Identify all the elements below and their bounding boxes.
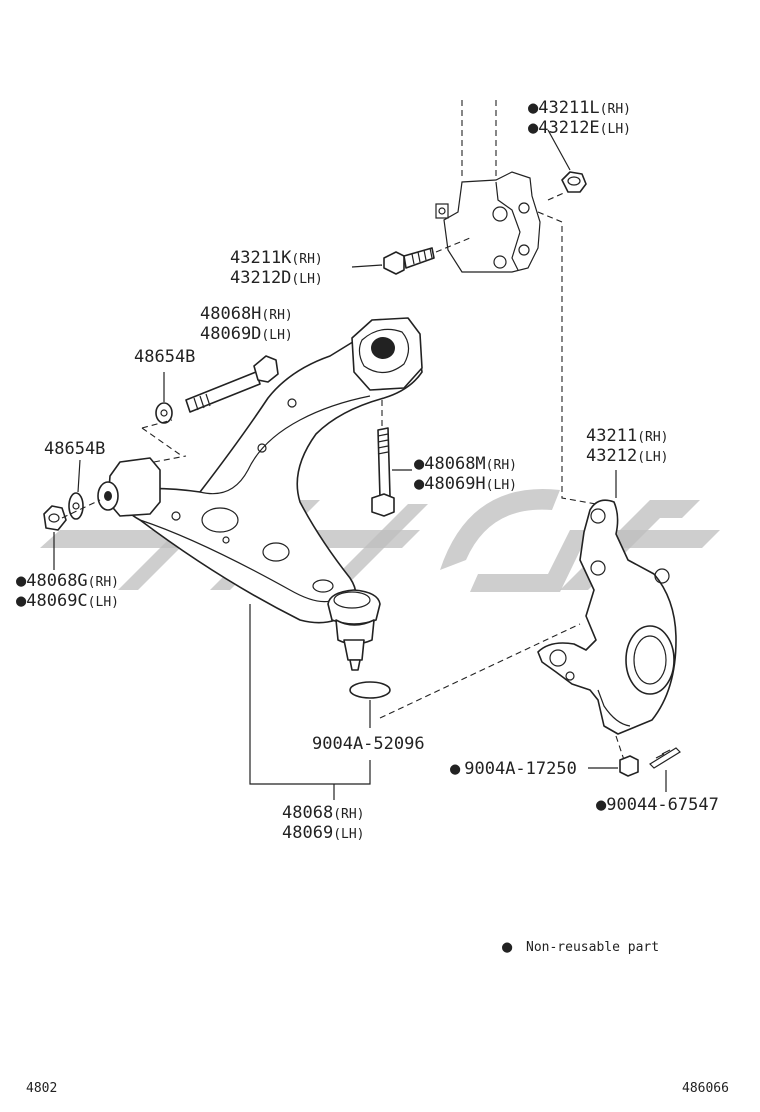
nonreusable-bullet: ● <box>414 454 425 474</box>
nonreusable-bullet: ● <box>528 98 539 118</box>
label-48068: 48068(RH) <box>282 803 365 823</box>
footer-right-code: 486066 <box>682 1081 729 1096</box>
label-43211K: 43211K(RH) <box>230 248 323 268</box>
svg-text:●43211L(RH): ●43211L(RH) <box>528 98 631 118</box>
label-43212E: ●43212E(LH) <box>528 118 631 138</box>
label-48069C: ●48069C(LH) <box>16 591 119 611</box>
label-48654B-top: 48654B <box>134 347 195 367</box>
legend: ● Non-reusable part <box>502 937 659 957</box>
svg-text:48069(LH): 48069(LH) <box>282 823 365 843</box>
flange-nut-top <box>561 171 587 193</box>
castle-nut <box>619 755 639 777</box>
label-9004A-17250: ●9004A-17250 <box>450 759 577 779</box>
svg-text:●48068G(RH): ●48068G(RH) <box>16 571 119 591</box>
svg-text:48068(RH): 48068(RH) <box>282 803 365 823</box>
strut-bolt <box>383 247 435 275</box>
svg-text:43211(RH): 43211(RH) <box>586 426 669 446</box>
svg-text:●90044-67547: ●90044-67547 <box>596 795 719 815</box>
strut-assembly <box>435 100 541 273</box>
ball-joint <box>327 589 381 671</box>
label-43211L: ●43211L(RH) <box>528 98 631 118</box>
svg-text:43212D(LH): 43212D(LH) <box>230 268 323 288</box>
svg-text:48068H(RH): 48068H(RH) <box>200 304 293 324</box>
nonreusable-bullet: ● <box>16 591 27 611</box>
label-48654B-left: 48654B <box>44 439 105 459</box>
nonreusable-bullet: ● <box>414 474 425 494</box>
snap-ring <box>349 681 391 699</box>
front-bolt <box>155 355 279 424</box>
nonreusable-bullet: ● <box>16 571 27 591</box>
nonreusable-bullet: ● <box>528 118 539 138</box>
svg-text:●43212E(LH): ●43212E(LH) <box>528 118 631 138</box>
label-48068G: ●48068G(RH) <box>16 571 119 591</box>
svg-text:●9004A-17250: ●9004A-17250 <box>450 759 577 779</box>
label-48068M: ●48068M(RH) <box>414 454 517 474</box>
cotter-pin <box>649 747 681 769</box>
legend-bullet-icon: ● <box>502 937 513 957</box>
lower-control-arm <box>119 325 423 624</box>
label-48068H: 48068H(RH) <box>200 304 293 324</box>
label-9004A-52096: 9004A-52096 <box>312 734 425 754</box>
svg-text:●48068M(RH): ●48068M(RH) <box>414 454 517 474</box>
front-washer-nut <box>43 492 84 531</box>
footer-left-code: 4802 <box>26 1081 57 1096</box>
label-43212: 43212(LH) <box>586 446 669 466</box>
svg-text:48069D(LH): 48069D(LH) <box>200 324 293 344</box>
label-43212D: 43212D(LH) <box>230 268 323 288</box>
nonreusable-bullet: ● <box>450 759 461 779</box>
label-48069D: 48069D(LH) <box>200 324 293 344</box>
legend-text: Non-reusable part <box>526 940 659 955</box>
label-48069: 48069(LH) <box>282 823 365 843</box>
nonreusable-bullet: ● <box>596 795 607 815</box>
svg-text:●48069C(LH): ●48069C(LH) <box>16 591 119 611</box>
svg-text:●48069H(LH): ●48069H(LH) <box>414 474 517 494</box>
steering-knuckle <box>537 499 677 735</box>
label-48069H: ●48069H(LH) <box>414 474 517 494</box>
label-90044-67547: ●90044-67547 <box>596 795 719 815</box>
label-43211: 43211(RH) <box>586 426 669 446</box>
svg-text:43212(LH): 43212(LH) <box>586 446 669 466</box>
rear-bushing <box>351 317 423 391</box>
svg-text:43211K(RH): 43211K(RH) <box>230 248 323 268</box>
front-bushing <box>97 457 161 517</box>
rear-bolt <box>371 427 395 517</box>
